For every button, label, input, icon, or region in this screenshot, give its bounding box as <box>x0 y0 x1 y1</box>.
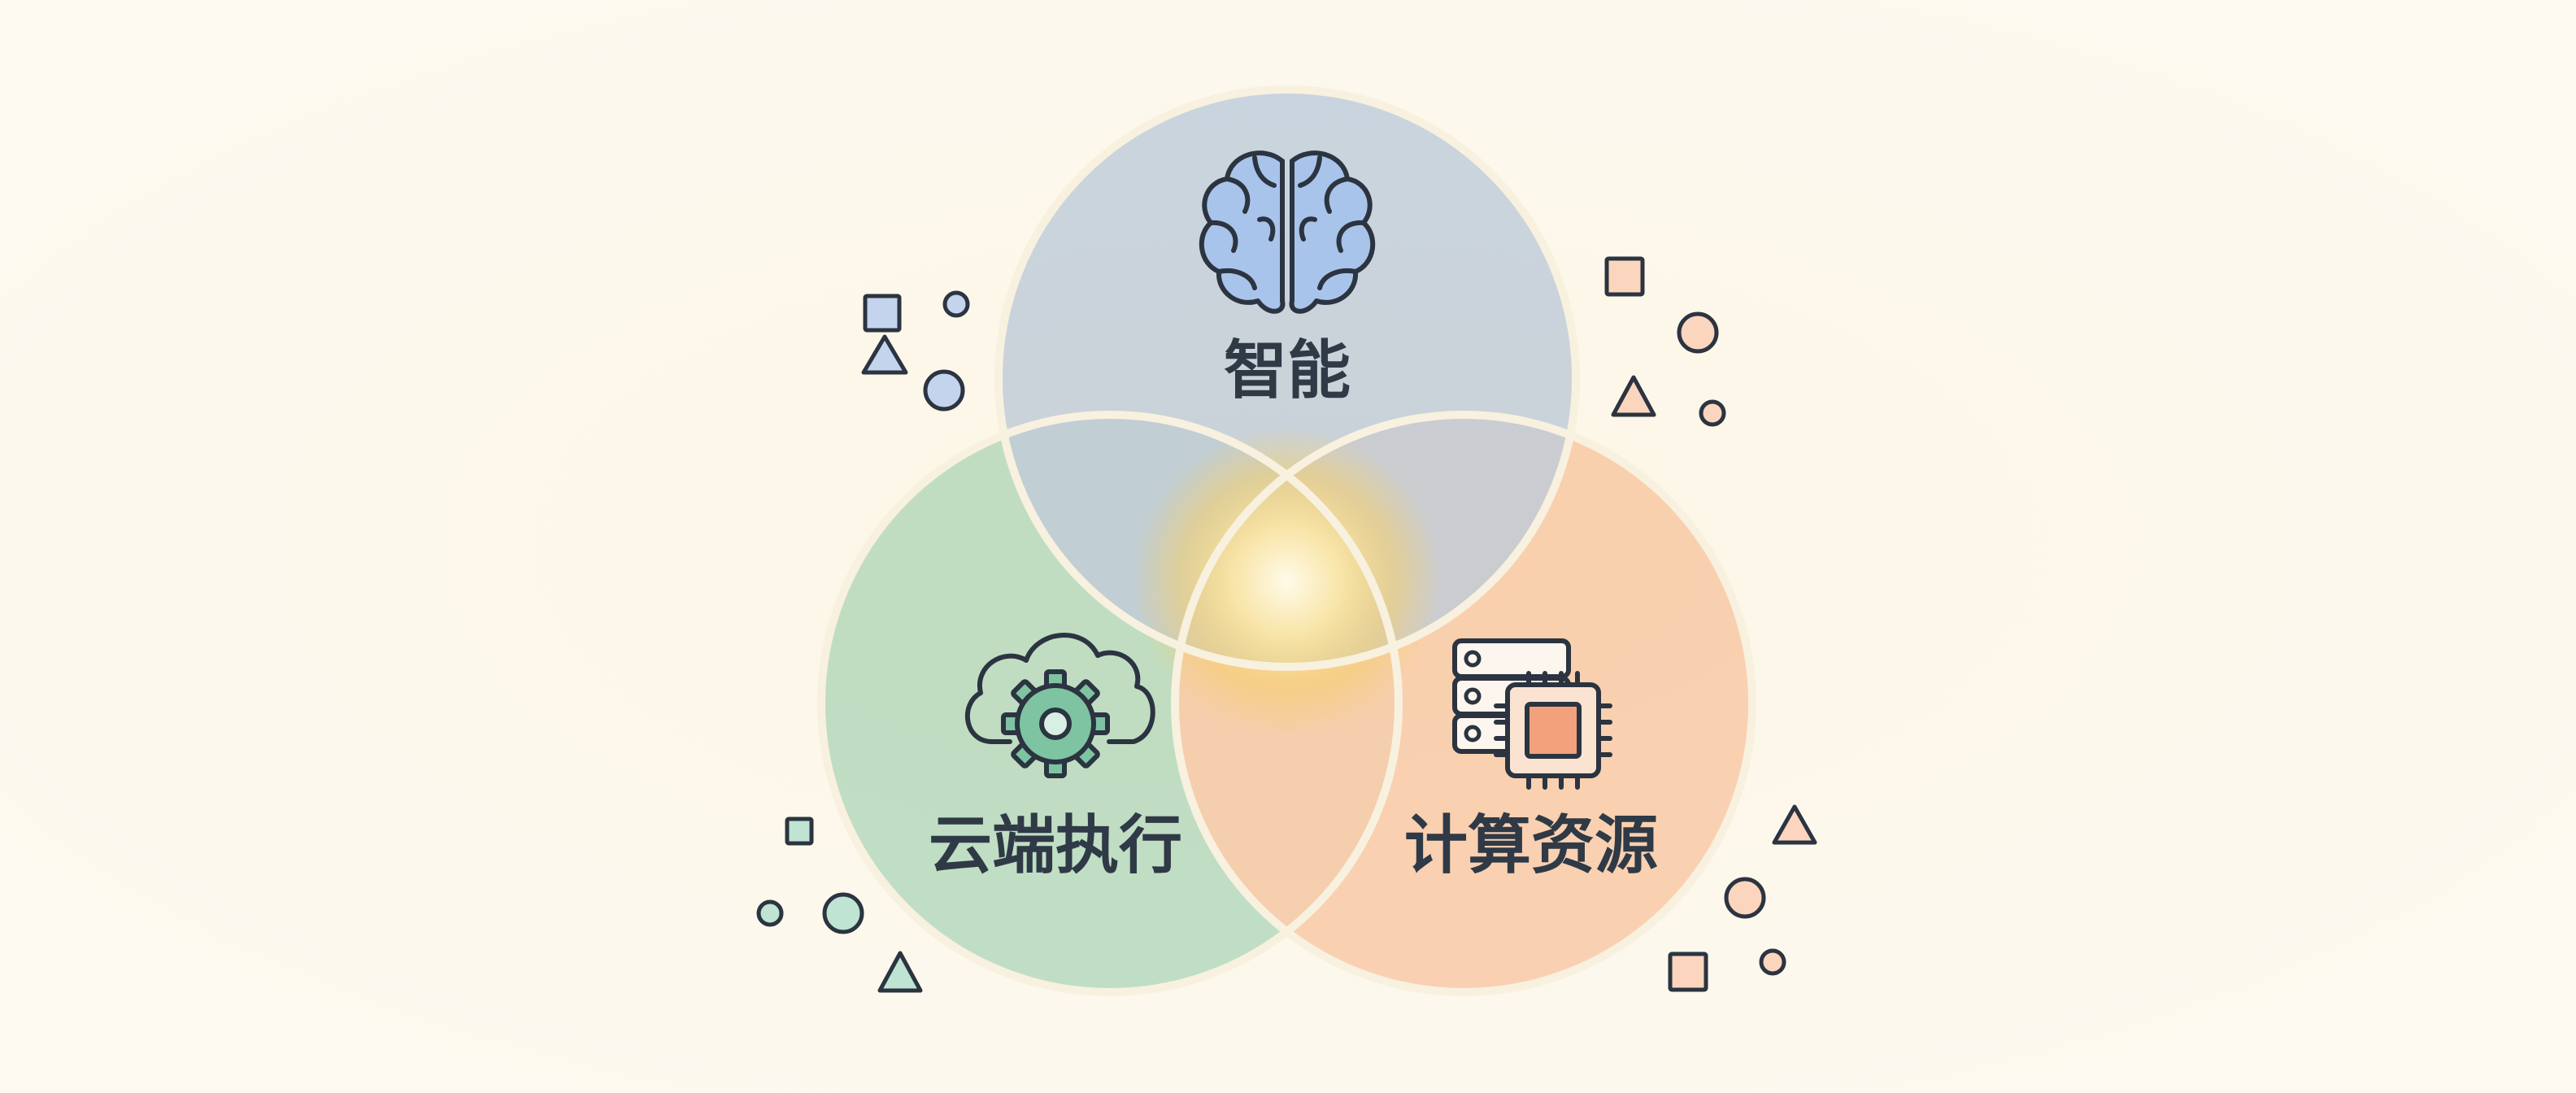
triangle-shape-icon <box>1772 804 1817 845</box>
decor-top-right <box>1604 256 1726 427</box>
label-left: 云端执行 <box>929 809 1182 882</box>
cpu-chip-icon <box>1494 671 1612 790</box>
set-outline-top <box>994 85 1580 671</box>
circle-shape-icon <box>1699 399 1726 427</box>
circle-shape-icon <box>942 290 970 318</box>
label-top: 智能 <box>1224 334 1351 407</box>
decor-bottom-right <box>1668 804 1817 992</box>
triangle-shape-icon <box>861 334 908 375</box>
set-circle-top <box>999 89 1576 667</box>
circle-shape-icon <box>822 892 864 934</box>
triangle-shape-icon <box>1611 375 1656 417</box>
square-shape-icon <box>1668 951 1708 992</box>
square-shape-icon <box>863 294 902 333</box>
circle-shape-icon <box>923 369 965 412</box>
label-right: 计算资源 <box>1404 809 1658 882</box>
circle-shape-icon <box>1677 311 1719 354</box>
set-outline-left <box>817 411 1403 996</box>
decor-bottom-left <box>756 816 923 993</box>
triangle-shape-icon <box>877 951 923 993</box>
venn-outlines <box>817 85 1756 996</box>
set-outline-right <box>1171 411 1756 996</box>
circle-shape-icon <box>1759 948 1786 976</box>
decor-top-left <box>861 290 970 412</box>
brain-icon <box>1199 150 1376 314</box>
square-shape-icon <box>785 816 814 846</box>
circle-shape-icon <box>1724 877 1766 919</box>
circle-shape-icon <box>756 899 784 927</box>
square-shape-icon <box>1604 256 1645 297</box>
server-chip-icon <box>1452 638 1612 790</box>
cloud-gear-icon <box>965 633 1155 778</box>
gear-icon <box>1001 669 1110 778</box>
